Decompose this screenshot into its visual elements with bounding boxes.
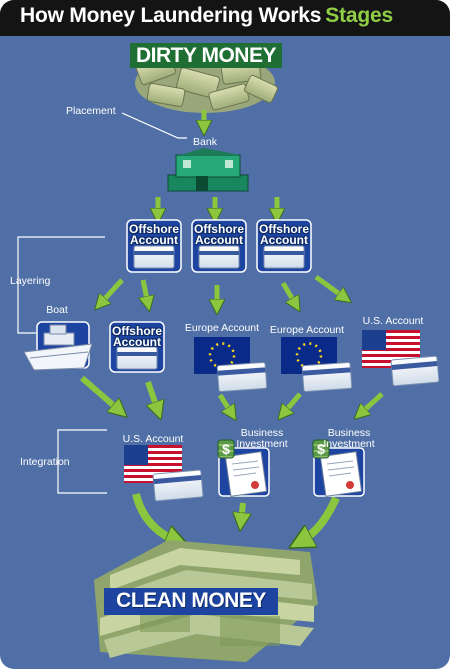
offshore-account-label-4: Offshore Account [111,324,162,349]
title-main: How Money Laundering Works [20,4,322,27]
eu-card-2 [301,361,353,393]
stage-placement: Placement [66,105,116,117]
bank-label: Bank [193,136,217,148]
offshore-card-2 [191,219,247,273]
europe-account-label-2: Europe Account [269,324,345,336]
dirty-money-banner-bg [130,43,282,68]
boat-icon [23,321,93,371]
eu-card-1 [216,361,268,393]
boat-label: Boat [46,304,68,316]
clean-money-label: CLEAN MONEY [116,589,266,612]
svg-text:$: $ [222,441,230,457]
title-highlight: Stages [325,4,393,27]
investment-certificate-1: $ [217,439,270,497]
svg-text:$: $ [317,441,325,457]
offshore-card-1 [126,219,182,273]
investment-certificate-2: $ [312,439,365,497]
business-investment-label-2: Business Investment [323,427,375,450]
offshore-card-4 [109,321,165,373]
us-card-1 [390,355,440,387]
offshore-card-3 [256,219,312,273]
stage-connectors [17,112,187,494]
us-account-label-2: U.S. Account [122,433,184,445]
offshore-account-label-2: Offshore Account [193,222,244,247]
dirty-money-label: DIRTY MONEY [136,44,276,67]
us-card-2 [152,469,204,502]
offshore-account-label-3: Offshore Account [258,222,309,247]
stage-layering: Layering [10,275,51,287]
stage-integration: Integration [20,456,70,468]
business-investment-label-1: Business Investment [236,427,288,450]
clean-money-banner-bg [104,588,278,615]
us-account-label-1: U.S. Account [362,315,424,327]
bank-building [167,148,249,192]
europe-account-label-1: Europe Account [184,322,260,334]
offshore-account-label-1: Offshore Account [128,222,179,247]
flow-arrows [80,110,384,542]
